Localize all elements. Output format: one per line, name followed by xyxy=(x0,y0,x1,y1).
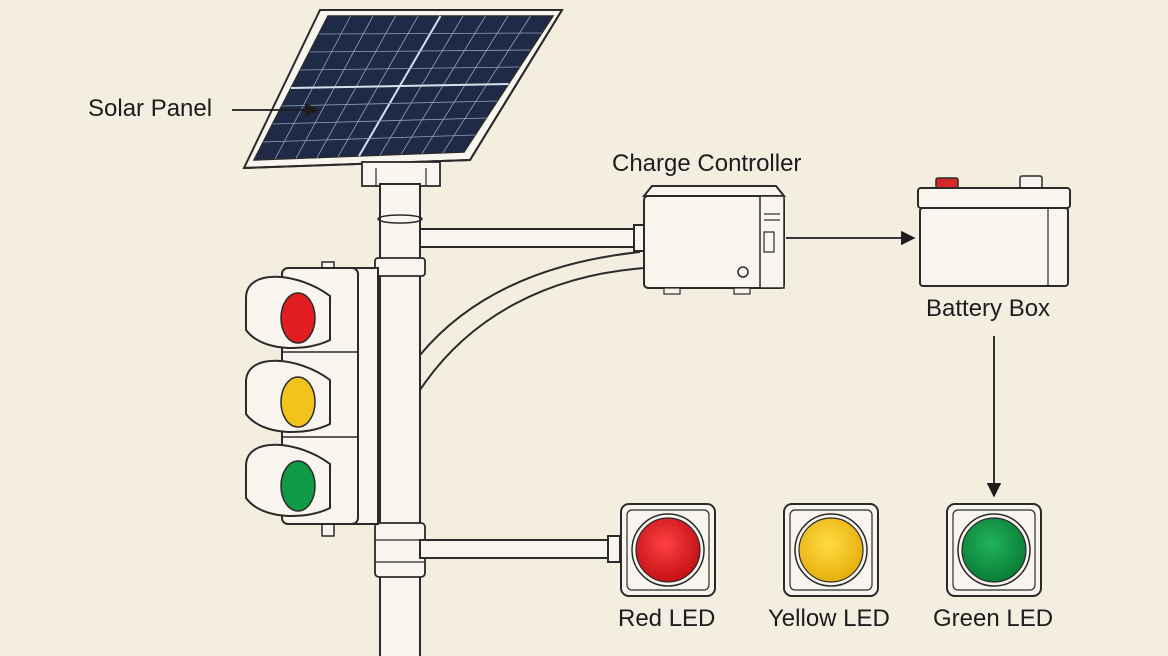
red-led-module xyxy=(620,503,716,597)
green-led-label: Green LED xyxy=(933,605,1054,632)
arrows xyxy=(232,102,1002,498)
red-led-label: Red LED xyxy=(618,605,716,632)
battery-box-label: Battery Box xyxy=(926,295,1051,322)
yellow-led-label: Yellow LED xyxy=(768,605,890,632)
traffic-light-green xyxy=(245,443,331,517)
lower-arm xyxy=(419,535,621,563)
traffic-light-yellow xyxy=(245,359,331,433)
battery-box xyxy=(917,175,1071,287)
upper-arm xyxy=(419,224,649,391)
solar-panel xyxy=(242,9,564,187)
traffic-light-head xyxy=(245,261,379,537)
solar-panel-grid xyxy=(263,15,542,160)
pole xyxy=(374,183,426,656)
charge-controller-label: Charge Controller xyxy=(612,150,802,177)
yellow-led-module xyxy=(783,503,879,597)
charge-controller xyxy=(641,185,787,295)
solar-panel-label: Solar Panel xyxy=(88,95,213,122)
traffic-light-red xyxy=(245,275,331,349)
green-led-module xyxy=(946,503,1042,597)
